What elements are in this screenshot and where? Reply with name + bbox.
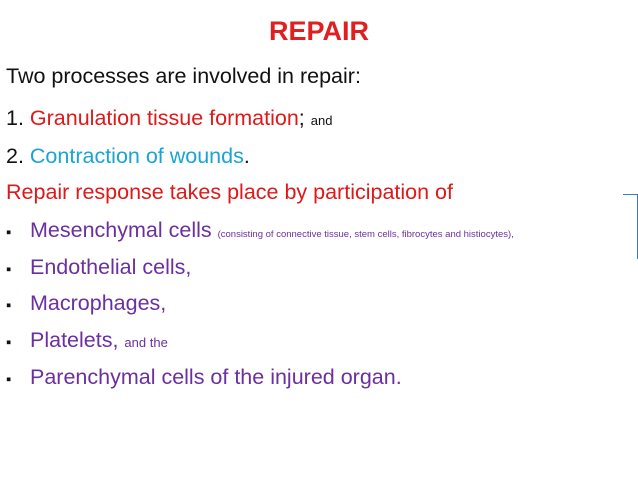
list-item-label: Macrophages, bbox=[30, 291, 167, 315]
process-2-suffix: . bbox=[243, 144, 250, 168]
process-2-number: 2. bbox=[6, 144, 30, 168]
response-line: Repair response takes place by participa… bbox=[6, 180, 453, 204]
intro-line: Two processes are involved in repair: bbox=[6, 64, 361, 88]
list-item: ▪ Mesenchymal cells (consisting of connec… bbox=[6, 218, 514, 243]
list-item-label: Parenchymal cells of the injured organ. bbox=[30, 365, 402, 389]
list-item-note: and the bbox=[124, 335, 168, 350]
process-1: 1. Granulation tissue formation; and bbox=[6, 106, 332, 131]
square-bullet-icon: ▪ bbox=[6, 371, 12, 388]
list-item: ▪ Parenchymal cells of the injured organ. bbox=[6, 365, 402, 390]
process-2: 2. Contraction of wounds. bbox=[6, 144, 250, 169]
square-bullet-icon: ▪ bbox=[6, 334, 12, 351]
process-2-text: Contraction of wounds bbox=[29, 144, 244, 168]
list-item-label: Mesenchymal cells bbox=[30, 218, 218, 242]
square-bullet-icon: ▪ bbox=[6, 224, 12, 241]
square-bullet-icon: ▪ bbox=[6, 261, 12, 278]
square-bullet-icon: ▪ bbox=[6, 297, 12, 314]
list-item: ▪ Macrophages, bbox=[6, 291, 166, 316]
list-item-label: Platelets, bbox=[30, 328, 125, 352]
process-1-text: Granulation tissue formation bbox=[29, 106, 299, 130]
slide-title: REPAIR bbox=[268, 16, 369, 46]
list-item-note: (consisting of connective tissue, stem c… bbox=[217, 229, 514, 240]
process-1-suffix: ; bbox=[298, 106, 311, 130]
list-item: ▪ Platelets, and the bbox=[6, 328, 168, 353]
process-1-number: 1. bbox=[6, 106, 30, 130]
process-1-tail: and bbox=[310, 113, 333, 128]
list-item: ▪ Endothelial cells, bbox=[6, 255, 191, 280]
list-item-label: Endothelial cells, bbox=[30, 255, 192, 279]
bracket-decoration bbox=[623, 194, 638, 259]
